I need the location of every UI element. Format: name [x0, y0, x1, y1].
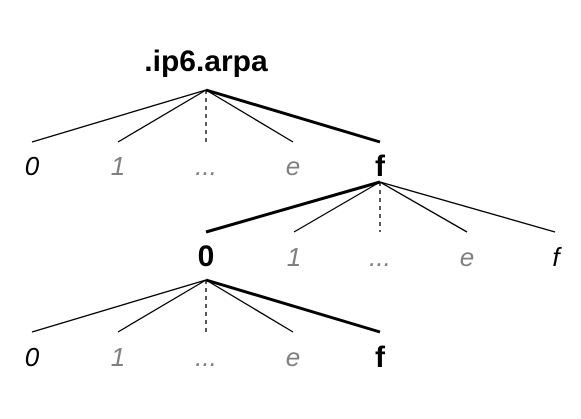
root-edges — [31, 88, 381, 144]
edge-0-to-1 — [117, 279, 207, 333]
edge-f-to-f — [379, 181, 556, 233]
level2-label-1: 1 — [287, 242, 301, 272]
level1-label-0: 0 — [25, 151, 40, 181]
level1-label-f: f — [375, 150, 386, 183]
edge-0-to-f — [205, 278, 381, 334]
edge-0-to-e — [205, 279, 294, 333]
edge-root-to-f — [205, 88, 381, 144]
edge-f-to-1 — [293, 181, 381, 233]
level2-label-e: e — [460, 242, 474, 272]
level2-labels: 0 1 ... e f — [198, 240, 563, 273]
level1-f-edges — [205, 180, 556, 234]
level2-0-edges — [31, 278, 381, 334]
level3-labels: 0 1 ... e f — [25, 341, 386, 374]
level2-label-0: 0 — [198, 240, 215, 273]
edge-f-to-0 — [205, 180, 381, 234]
level1-label-ellipsis: ... — [195, 151, 217, 181]
level3-label-ellipsis: ... — [195, 342, 217, 372]
edge-f-to-e — [379, 181, 468, 233]
level3-label-0: 0 — [25, 342, 40, 372]
level3-label-f: f — [375, 341, 386, 374]
level2-label-f: f — [552, 242, 562, 272]
level2-label-ellipsis: ... — [369, 242, 391, 272]
edge-root-to-1 — [117, 89, 207, 143]
level3-label-e: e — [286, 342, 300, 372]
level1-label-e: e — [286, 151, 300, 181]
root-label: .ip6.arpa — [144, 45, 268, 78]
level1-label-1: 1 — [111, 151, 125, 181]
level1-labels: 0 1 ... e f — [25, 150, 386, 183]
edge-0-to-0 — [31, 279, 207, 333]
level3-label-1: 1 — [111, 342, 125, 372]
edge-root-to-0 — [31, 89, 207, 143]
edge-root-to-e — [205, 89, 294, 143]
